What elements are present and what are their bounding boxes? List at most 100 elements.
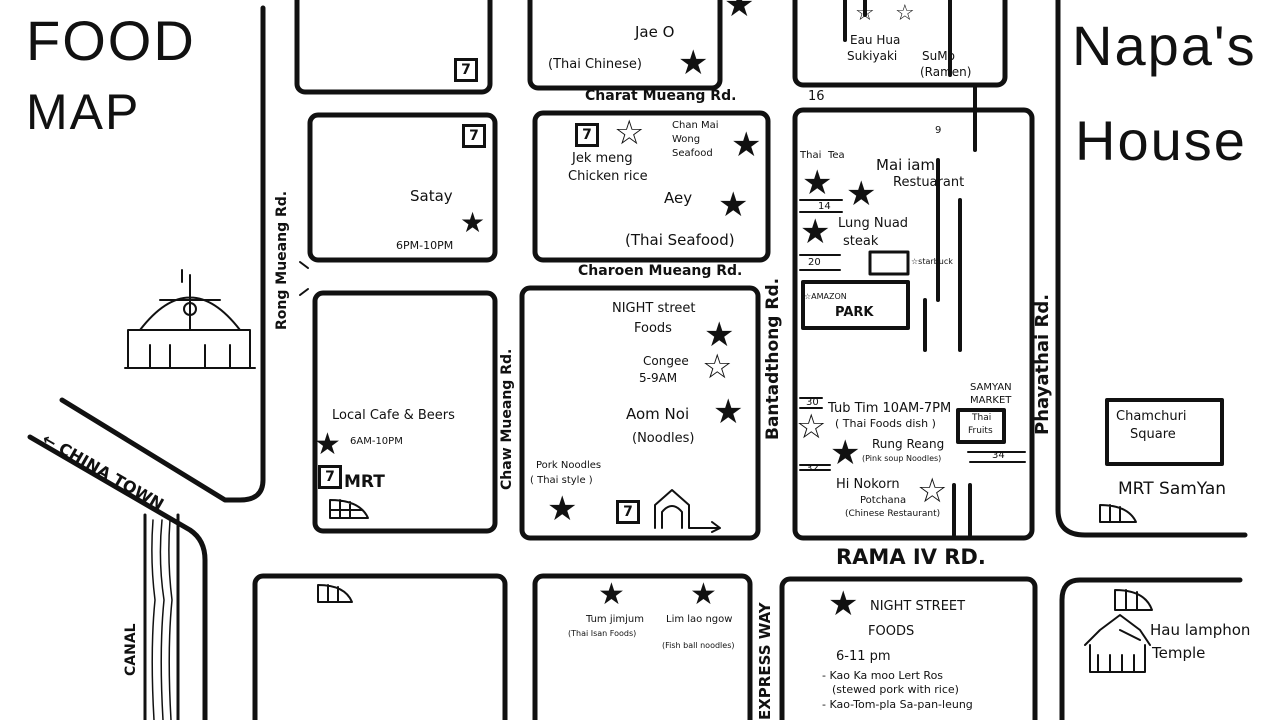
recommended-star-icon: ☆ [614,113,645,153]
place-pork-noodles: Pork Noodles [536,460,602,471]
place-tum-jimjum: Tum jimjum [586,614,645,625]
soi-34: 34 [992,450,1005,461]
road-rama-iv: RAMA IV RD. [836,545,986,569]
place-hi-nokorn-sub: (Chinese Restaurant) [845,509,941,519]
block [779,576,1038,720]
favorite-star-icon: ★ [800,212,831,252]
place-night-street-2: NIGHT STREET [870,599,966,614]
block [792,0,1008,88]
place-thai-tea-2: Tea [828,150,845,161]
favorite-star-icon: ★ [713,392,744,432]
soi-14: 14 [818,201,831,212]
soi-30: 30 [806,397,819,408]
block [307,112,498,263]
block [252,573,508,720]
place-jek-meng: Jek meng [572,151,633,166]
block [792,107,1035,541]
place-mrt: MRT [344,472,385,492]
place-night-street-2-sub: FOODS [868,624,915,639]
favorite-star-icon: ★ [724,0,755,25]
place-aom-noi: Aom Noi [626,405,690,423]
place-thai-fruits-2: Fruits [968,426,993,436]
place-eau-hua: Eau Hua [850,33,901,47]
place-night-street-2-item-1: - Kao Ka moo Lert Ros [822,669,944,682]
place-night-street-1-sub: Foods [634,321,672,336]
favorite-star-icon: ★ [704,315,735,355]
place-sumo-sub: (Ramen) [920,65,972,79]
map-title-line2: MAP [26,84,141,140]
favorite-star-icon: ★ [678,43,709,83]
place-chan-mai-3: Seafood [672,148,713,159]
favorite-star-icon: ★ [690,577,717,612]
favorite-star-icon: ★ [830,433,861,473]
favorite-star-icon: ★ [314,427,341,462]
place-lim-lao-ngow-sub: (Fish ball noodles) [662,641,735,650]
place-night-street-2-item-2: - Kao-Tom-pla Sa-pan-leung [822,698,973,711]
place-congee-hours: 5-9AM [639,371,678,385]
place-thai-fruits: Thai [972,413,992,423]
favorite-star-icon: ★ [731,125,762,165]
seven-eleven-icon: 7 [462,124,486,148]
block [527,0,723,91]
map-title-line1: FOOD [26,9,196,72]
road-bantadthong: Bantadthong Rd. [763,277,783,440]
place-jae-o: Jae O [635,23,675,41]
block [294,0,493,95]
block [519,285,761,541]
favorite-star-icon: ★ [460,206,486,239]
recommended-star-icon: ☆ [796,407,827,447]
place-chamchuri-2: Square [1130,427,1176,442]
road-charoen: Charoen Mueang Rd. [578,263,743,279]
place-tub-tim: Tub Tim 10AM-7PM [828,401,952,416]
napas-house-title-2: House [1075,109,1247,172]
place-aey-sub: (Thai Seafood) [625,231,735,249]
block [532,573,753,720]
place-night-street-1: NIGHT street [612,301,696,316]
place-lung-nuad: Lung Nuad [838,216,909,231]
block [312,290,498,534]
place-starbuck: ☆starbuck [911,257,953,266]
canal-label: CANAL [123,623,139,676]
seven-eleven-icon: 7 [616,500,640,524]
place-pork-noodles-sub: ( Thai style ) [530,475,593,486]
place-satay: Satay [410,187,453,205]
seven-eleven-icon: 7 [318,465,342,489]
place-samyan-2: MARKET [970,395,1012,406]
place-mrt-samyan: MRT SamYan [1118,479,1227,499]
place-park: PARK [835,305,874,320]
place-temple: Hau lamphon [1150,621,1251,639]
place-temple-2: Temple [1152,644,1206,662]
soi-20: 20 [808,257,821,268]
place-satay-hours: 6PM-10PM [396,239,454,252]
recommended-star-icon: ☆ [702,347,733,387]
place-amazon: ☆AMAZON [804,292,847,301]
seven-eleven-icon: 7 [454,58,478,82]
place-night-street-2-item-1-sub: (stewed pork with rice) [832,683,959,696]
soi-9: 9 [935,125,942,136]
place-sumo: SuMo [922,49,955,63]
soi-32: 32 [806,463,819,474]
place-lim-lao-ngow: Lim lao ngow [666,614,733,625]
favorite-star-icon: ★ [828,584,859,624]
place-mai-iam-sub: Restuarant [893,175,965,190]
road-charat: Charat Mueang Rd. [585,88,737,104]
place-tum-jimjum-sub: (Thai Isan Foods) [568,629,637,638]
recommended-star-icon: ☆ [917,471,948,511]
seven-eleven-icon: 7 [575,123,599,147]
favorite-star-icon: ★ [802,163,833,203]
favorite-star-icon: ★ [547,489,578,529]
recommended-star-icon: ☆ [855,1,875,26]
place-jek-meng-sub: Chicken rice [568,169,648,184]
place-local-cafe: Local Cafe & Beers [332,408,455,423]
block [532,110,771,263]
favorite-star-icon: ★ [846,174,877,214]
place-night-street-2-hours: 6-11 pm [836,649,891,664]
place-chamchuri: Chamchuri [1116,409,1187,424]
place-chan-mai-2: Wong [672,134,701,145]
road-phayathai: Phayathai Rd. [1032,293,1053,435]
place-chan-mai: Chan Mai [672,120,719,131]
place-hi-nokorn: Hi Nokorn [836,477,900,492]
recommended-star-icon: ☆ [895,1,915,26]
place-thai-tea: Thai [800,150,822,161]
